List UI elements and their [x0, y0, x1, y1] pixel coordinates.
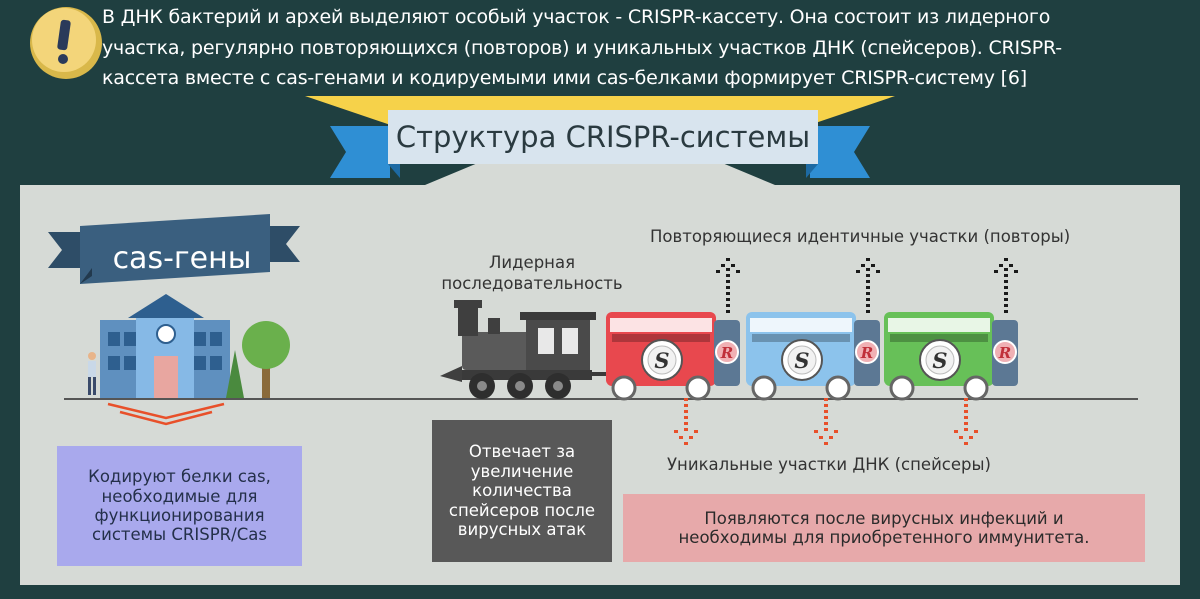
warning-icon — [30, 7, 102, 79]
title-ribbon — [330, 110, 870, 178]
repeat-marker — [855, 340, 879, 364]
intro-text-line-2: участка, регулярно повторяющихся (повтор… — [102, 37, 1062, 59]
wagon-trim — [890, 334, 988, 342]
wheel — [963, 375, 989, 401]
spacer-marker-label: S — [654, 348, 669, 373]
description-line: необходимы для приобретенного иммунитета… — [678, 528, 1090, 547]
repeat-marker-label: R — [720, 344, 733, 362]
spacer-marker-label: S — [932, 348, 947, 373]
content-panel — [20, 112, 1180, 585]
description-line: спейсеров после — [448, 500, 596, 520]
intro-text-line-3: кассета вместе с cas-генами и кодируемым… — [102, 67, 1027, 89]
arrow-down-icon — [954, 398, 978, 445]
arrow-up-icon — [856, 258, 880, 313]
wagon-trim — [752, 334, 850, 342]
leader-label-line: Лидерная — [489, 253, 575, 272]
wheel — [685, 375, 711, 401]
building-icon — [100, 294, 230, 398]
cas-genes-banner — [48, 214, 300, 284]
intro-text-line-1: В ДНК бактерий и архей выделяют особый у… — [102, 6, 1051, 28]
description-line: необходимые для — [101, 486, 258, 506]
repeat-marker-label: R — [860, 344, 873, 362]
locomotive-icon — [440, 300, 606, 399]
wagon-2: RS — [746, 312, 880, 401]
wagon-trim — [612, 334, 710, 342]
arrow-down-icon — [814, 398, 838, 445]
description-line: вирусных атак — [457, 520, 587, 540]
cas-genes-description: Кодируют белки cas, необходимые для функ… — [57, 446, 302, 566]
cas-genes-label: cas-гены — [112, 241, 252, 276]
wheel — [889, 375, 915, 401]
arrow-up-icon — [994, 258, 1018, 313]
repeat-marker — [715, 340, 739, 364]
arrow-down-icon — [674, 398, 698, 445]
wheel — [751, 375, 777, 401]
repeats-label: Повторяющиеся идентичные участки (повтор… — [650, 227, 1071, 246]
wagon-stripe — [750, 318, 852, 332]
repeat-arrows — [716, 258, 1018, 313]
spacers-label: Уникальные участки ДНК (спейсеры) — [667, 455, 991, 474]
wheel — [825, 375, 851, 401]
description-line: Появляются после вирусных инфекций и — [704, 508, 1064, 528]
spacer-arrows — [674, 398, 978, 445]
wagon-1: RS — [606, 312, 740, 401]
description-line: увеличение — [470, 461, 574, 481]
description-line: Отвечает за — [468, 442, 576, 462]
person-icon — [88, 352, 96, 395]
leader-description: Отвечает за увеличение количества спейсе… — [432, 420, 612, 562]
wagon-3: RS — [884, 312, 1018, 401]
page-title: Структура CRISPR-системы — [395, 120, 811, 154]
wheel — [611, 375, 637, 401]
arrow-up-icon — [716, 258, 740, 313]
description-line: Кодируют белки cas, — [88, 467, 271, 487]
wagon-stripe — [610, 318, 712, 332]
leader-label-line: последовательность — [441, 273, 623, 293]
wagon-stripe — [888, 318, 990, 332]
tree-icon — [226, 321, 290, 398]
description-line: количества — [472, 481, 572, 501]
leader-label: Лидерная последовательность — [412, 253, 652, 294]
description-line: функционирования — [94, 506, 265, 525]
description-line: системы CRISPR/Cas — [92, 525, 267, 545]
chevron-down-icon — [107, 402, 225, 426]
spacers-description: Появляются после вирусных инфекций и нео… — [623, 494, 1145, 562]
repeat-marker — [993, 340, 1017, 364]
repeat-marker-label: R — [998, 344, 1011, 362]
spacer-marker-label: S — [794, 348, 809, 373]
